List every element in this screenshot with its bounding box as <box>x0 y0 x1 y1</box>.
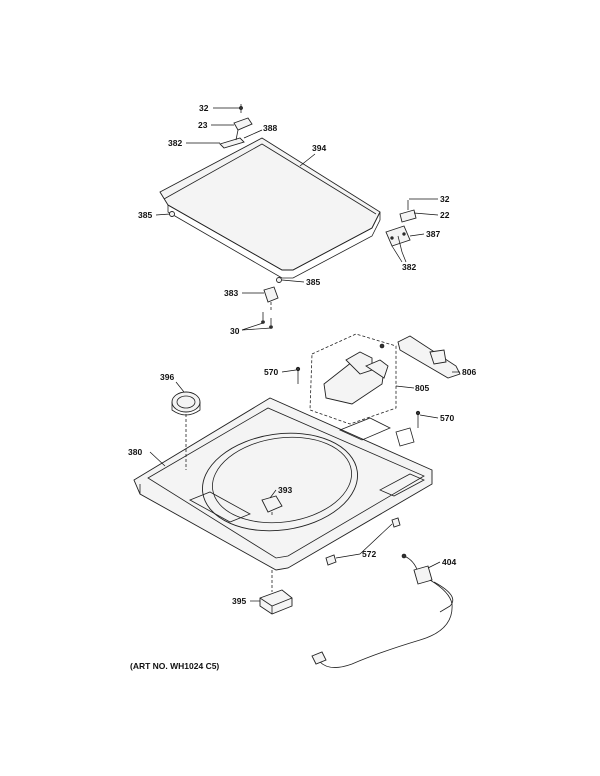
main-top-380 <box>133 397 433 571</box>
clips-572 <box>325 517 401 566</box>
callout-382-right: 382 <box>402 262 416 272</box>
switch-395 <box>259 570 293 615</box>
callout-394: 394 <box>312 143 326 153</box>
callout-396: 396 <box>160 372 174 382</box>
funnel-396 <box>171 391 201 470</box>
lid-lock-383 <box>261 277 282 329</box>
callout-404: 404 <box>442 557 456 567</box>
hinge-right-hardware <box>385 200 417 253</box>
screw-570-b <box>415 410 421 428</box>
lid-394 <box>159 137 381 279</box>
callout-572: 572 <box>362 549 376 559</box>
trim-806 <box>397 335 461 379</box>
bumper-385-left <box>169 211 175 217</box>
harness-404 <box>311 553 454 668</box>
callout-22: 22 <box>440 210 450 220</box>
callout-393: 393 <box>278 485 292 495</box>
callout-30: 30 <box>230 326 240 336</box>
callout-383: 383 <box>224 288 238 298</box>
callout-806: 806 <box>462 367 476 377</box>
callout-380: 380 <box>128 447 142 457</box>
callout-570-right: 570 <box>440 413 454 423</box>
callout-388: 388 <box>263 123 277 133</box>
screw-570-a <box>295 366 301 384</box>
callout-23: 23 <box>198 120 208 130</box>
dispenser-assembly-805 <box>309 333 397 425</box>
callout-387: 387 <box>426 229 440 239</box>
callout-805: 805 <box>415 383 429 393</box>
callout-32-top: 32 <box>199 103 209 113</box>
callout-570-left: 570 <box>264 367 278 377</box>
callout-32-right: 32 <box>440 194 450 204</box>
callout-395: 395 <box>232 596 246 606</box>
callout-382-top: 382 <box>168 138 182 148</box>
callout-385-left: 385 <box>138 210 152 220</box>
hinge-left-hardware <box>219 104 253 149</box>
part-393 <box>261 495 283 516</box>
art-number-note: (ART NO. WH1024 C5) <box>130 661 220 671</box>
leader-lines <box>149 107 460 602</box>
callout-385-lock: 385 <box>306 277 320 287</box>
